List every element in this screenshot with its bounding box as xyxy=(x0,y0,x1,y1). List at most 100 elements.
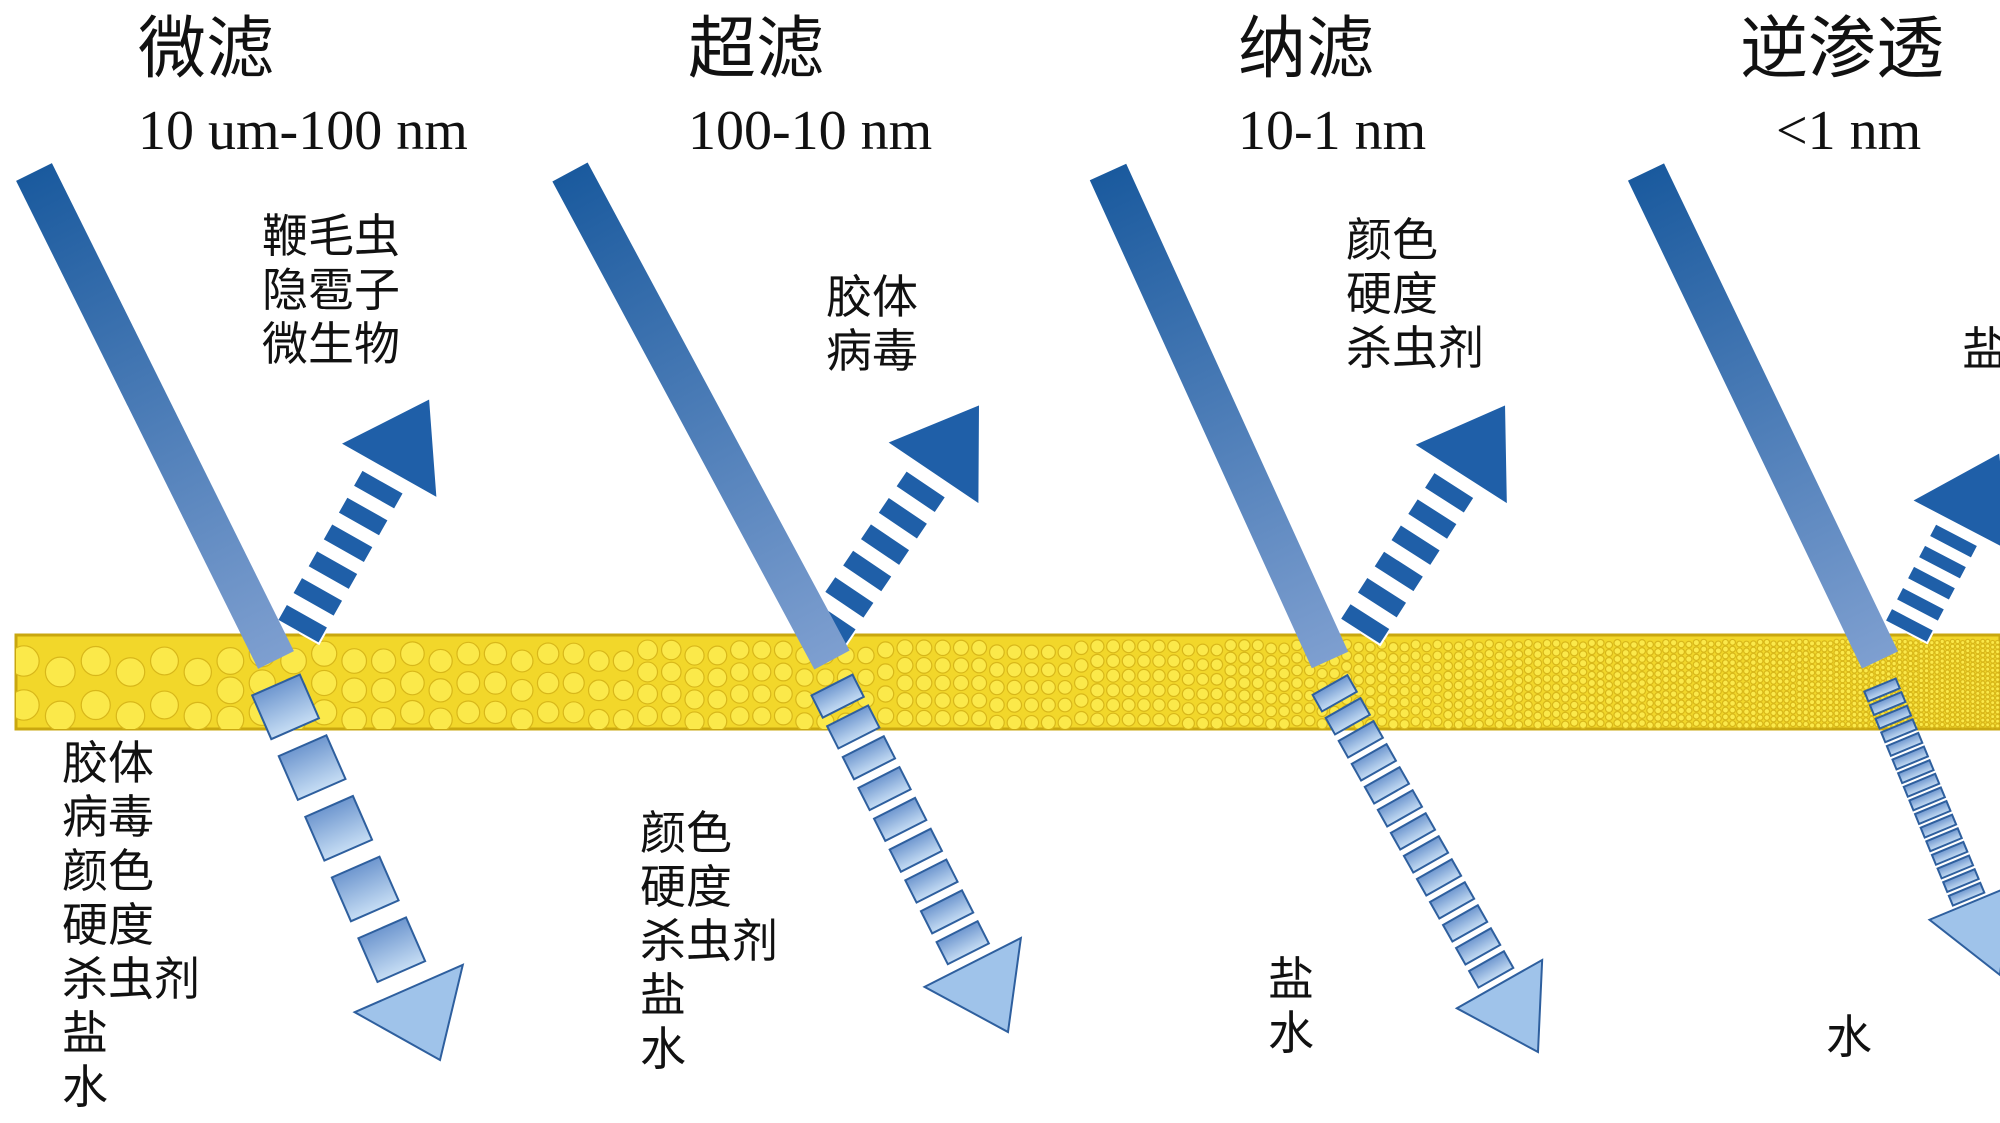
membrane-pore xyxy=(1514,720,1524,729)
membrane-pore xyxy=(1736,701,1744,709)
membrane-pore xyxy=(1965,661,1971,668)
membrane-pore xyxy=(1944,693,1951,700)
membrane-pore xyxy=(1923,663,1930,669)
membrane-pore xyxy=(1862,700,1869,707)
membrane-pore xyxy=(1985,712,1991,719)
membrane-pore xyxy=(1421,642,1432,653)
membrane-pore xyxy=(1721,672,1730,680)
membrane-pore xyxy=(1923,687,1930,694)
membrane-pore xyxy=(1923,658,1930,664)
membrane-pore xyxy=(1960,674,1966,680)
permeate-arrow-segment xyxy=(1913,799,1952,826)
membrane-pore xyxy=(1960,688,1966,695)
membrane-pore xyxy=(1902,664,1908,671)
membrane-pore xyxy=(1827,693,1834,700)
membrane-pore xyxy=(1743,654,1750,662)
membrane-pore xyxy=(1692,668,1701,676)
membrane-pore xyxy=(456,671,481,695)
membrane-pore xyxy=(1821,681,1828,688)
membrane-pore xyxy=(1210,702,1224,716)
membrane-pore xyxy=(1654,706,1662,715)
membrane-pore xyxy=(1985,657,1991,663)
membrane-pore xyxy=(1210,716,1224,729)
membrane-pore xyxy=(1399,653,1410,664)
membrane-pore xyxy=(1994,700,2000,706)
membrane-pore xyxy=(1181,658,1195,672)
membrane-pore xyxy=(1954,658,1961,664)
membrane-pore xyxy=(1137,639,1151,654)
membrane-pore xyxy=(1851,656,1858,663)
membrane-pore xyxy=(1364,696,1376,708)
membrane-pore xyxy=(1891,660,1898,667)
membrane-pore xyxy=(1137,712,1151,727)
membrane-pore xyxy=(1137,654,1151,668)
membrane-pore xyxy=(1796,697,1803,704)
membrane-pore xyxy=(1815,651,1822,659)
membrane-pore xyxy=(1796,685,1803,693)
membrane-pore xyxy=(988,714,1005,729)
membrane-pore xyxy=(1821,669,1828,676)
membrane-pore xyxy=(1514,711,1524,721)
membrane-pore xyxy=(1770,640,1777,648)
membrane-pore xyxy=(1980,689,1986,695)
membrane-pore xyxy=(1907,671,1914,677)
membrane-pore xyxy=(1939,668,1945,674)
membrane-pore xyxy=(1421,664,1432,675)
membrane-pore xyxy=(1646,713,1655,722)
membrane-pore xyxy=(1646,699,1655,708)
membrane-pore xyxy=(1504,658,1514,669)
membrane-pore xyxy=(1885,671,1892,677)
membrane-pore xyxy=(1743,667,1750,675)
membrane-pore xyxy=(1278,680,1291,693)
membrane-pore xyxy=(1453,719,1464,729)
membrane-pore xyxy=(1453,709,1464,720)
membrane-pore xyxy=(988,697,1005,713)
membrane-pore xyxy=(1907,650,1914,657)
membrane-pore xyxy=(1569,639,1579,648)
membrane-pore xyxy=(428,678,453,703)
membrane-pore xyxy=(1700,672,1708,680)
membrane-pore xyxy=(1196,716,1210,729)
rejected-item: 硬度 xyxy=(1346,267,1438,321)
membrane-pore xyxy=(1756,676,1764,684)
membrane-pore xyxy=(1913,707,1919,714)
membrane-pore xyxy=(1949,687,1956,694)
membrane-pore xyxy=(1789,695,1797,702)
membrane-pore xyxy=(1604,664,1614,674)
membrane-pore xyxy=(1106,683,1121,698)
membrane-pore xyxy=(1975,653,1981,660)
membrane-pore xyxy=(1578,694,1588,703)
feed-stream-bar xyxy=(1627,163,1899,669)
membrane-pore xyxy=(952,674,970,692)
membrane-pore xyxy=(1388,685,1399,697)
membrane-pore xyxy=(1629,705,1638,713)
rejected-arrow-segment xyxy=(1905,564,1958,603)
membrane-pore xyxy=(1073,640,1089,656)
membrane-pore xyxy=(1743,660,1750,668)
membrane-pore xyxy=(896,656,914,674)
membrane-pore xyxy=(1569,665,1579,675)
membrane-pore xyxy=(1662,675,1670,684)
membrane-pore xyxy=(1929,644,1935,651)
membrane-pore xyxy=(1802,709,1809,716)
membrane-pore xyxy=(1833,644,1840,651)
passed-item: 颜色 xyxy=(640,806,732,860)
membrane-pore xyxy=(1721,665,1730,674)
membrane-pore xyxy=(1685,677,1693,685)
membrane-pore xyxy=(1839,660,1846,667)
membrane-pore xyxy=(1845,644,1852,651)
membrane-pore xyxy=(1721,686,1730,694)
membrane-pore xyxy=(1975,662,1981,669)
membrane-pore xyxy=(1621,704,1630,714)
membrane-pore xyxy=(1851,722,1858,729)
membrane-pore xyxy=(684,689,705,710)
membrane-pore xyxy=(1604,672,1614,682)
membrane-pore xyxy=(1949,653,1956,659)
column-2-passed-list: 颜色 硬度 杀虫剂 盐 水 xyxy=(640,806,778,1076)
membrane-pore xyxy=(1743,721,1750,729)
rejected-arrow-segment xyxy=(321,521,376,565)
membrane-pore xyxy=(456,641,481,666)
membrane-pore xyxy=(1918,687,1925,694)
membrane-pore xyxy=(1410,661,1421,672)
membrane-pore xyxy=(1700,679,1708,687)
